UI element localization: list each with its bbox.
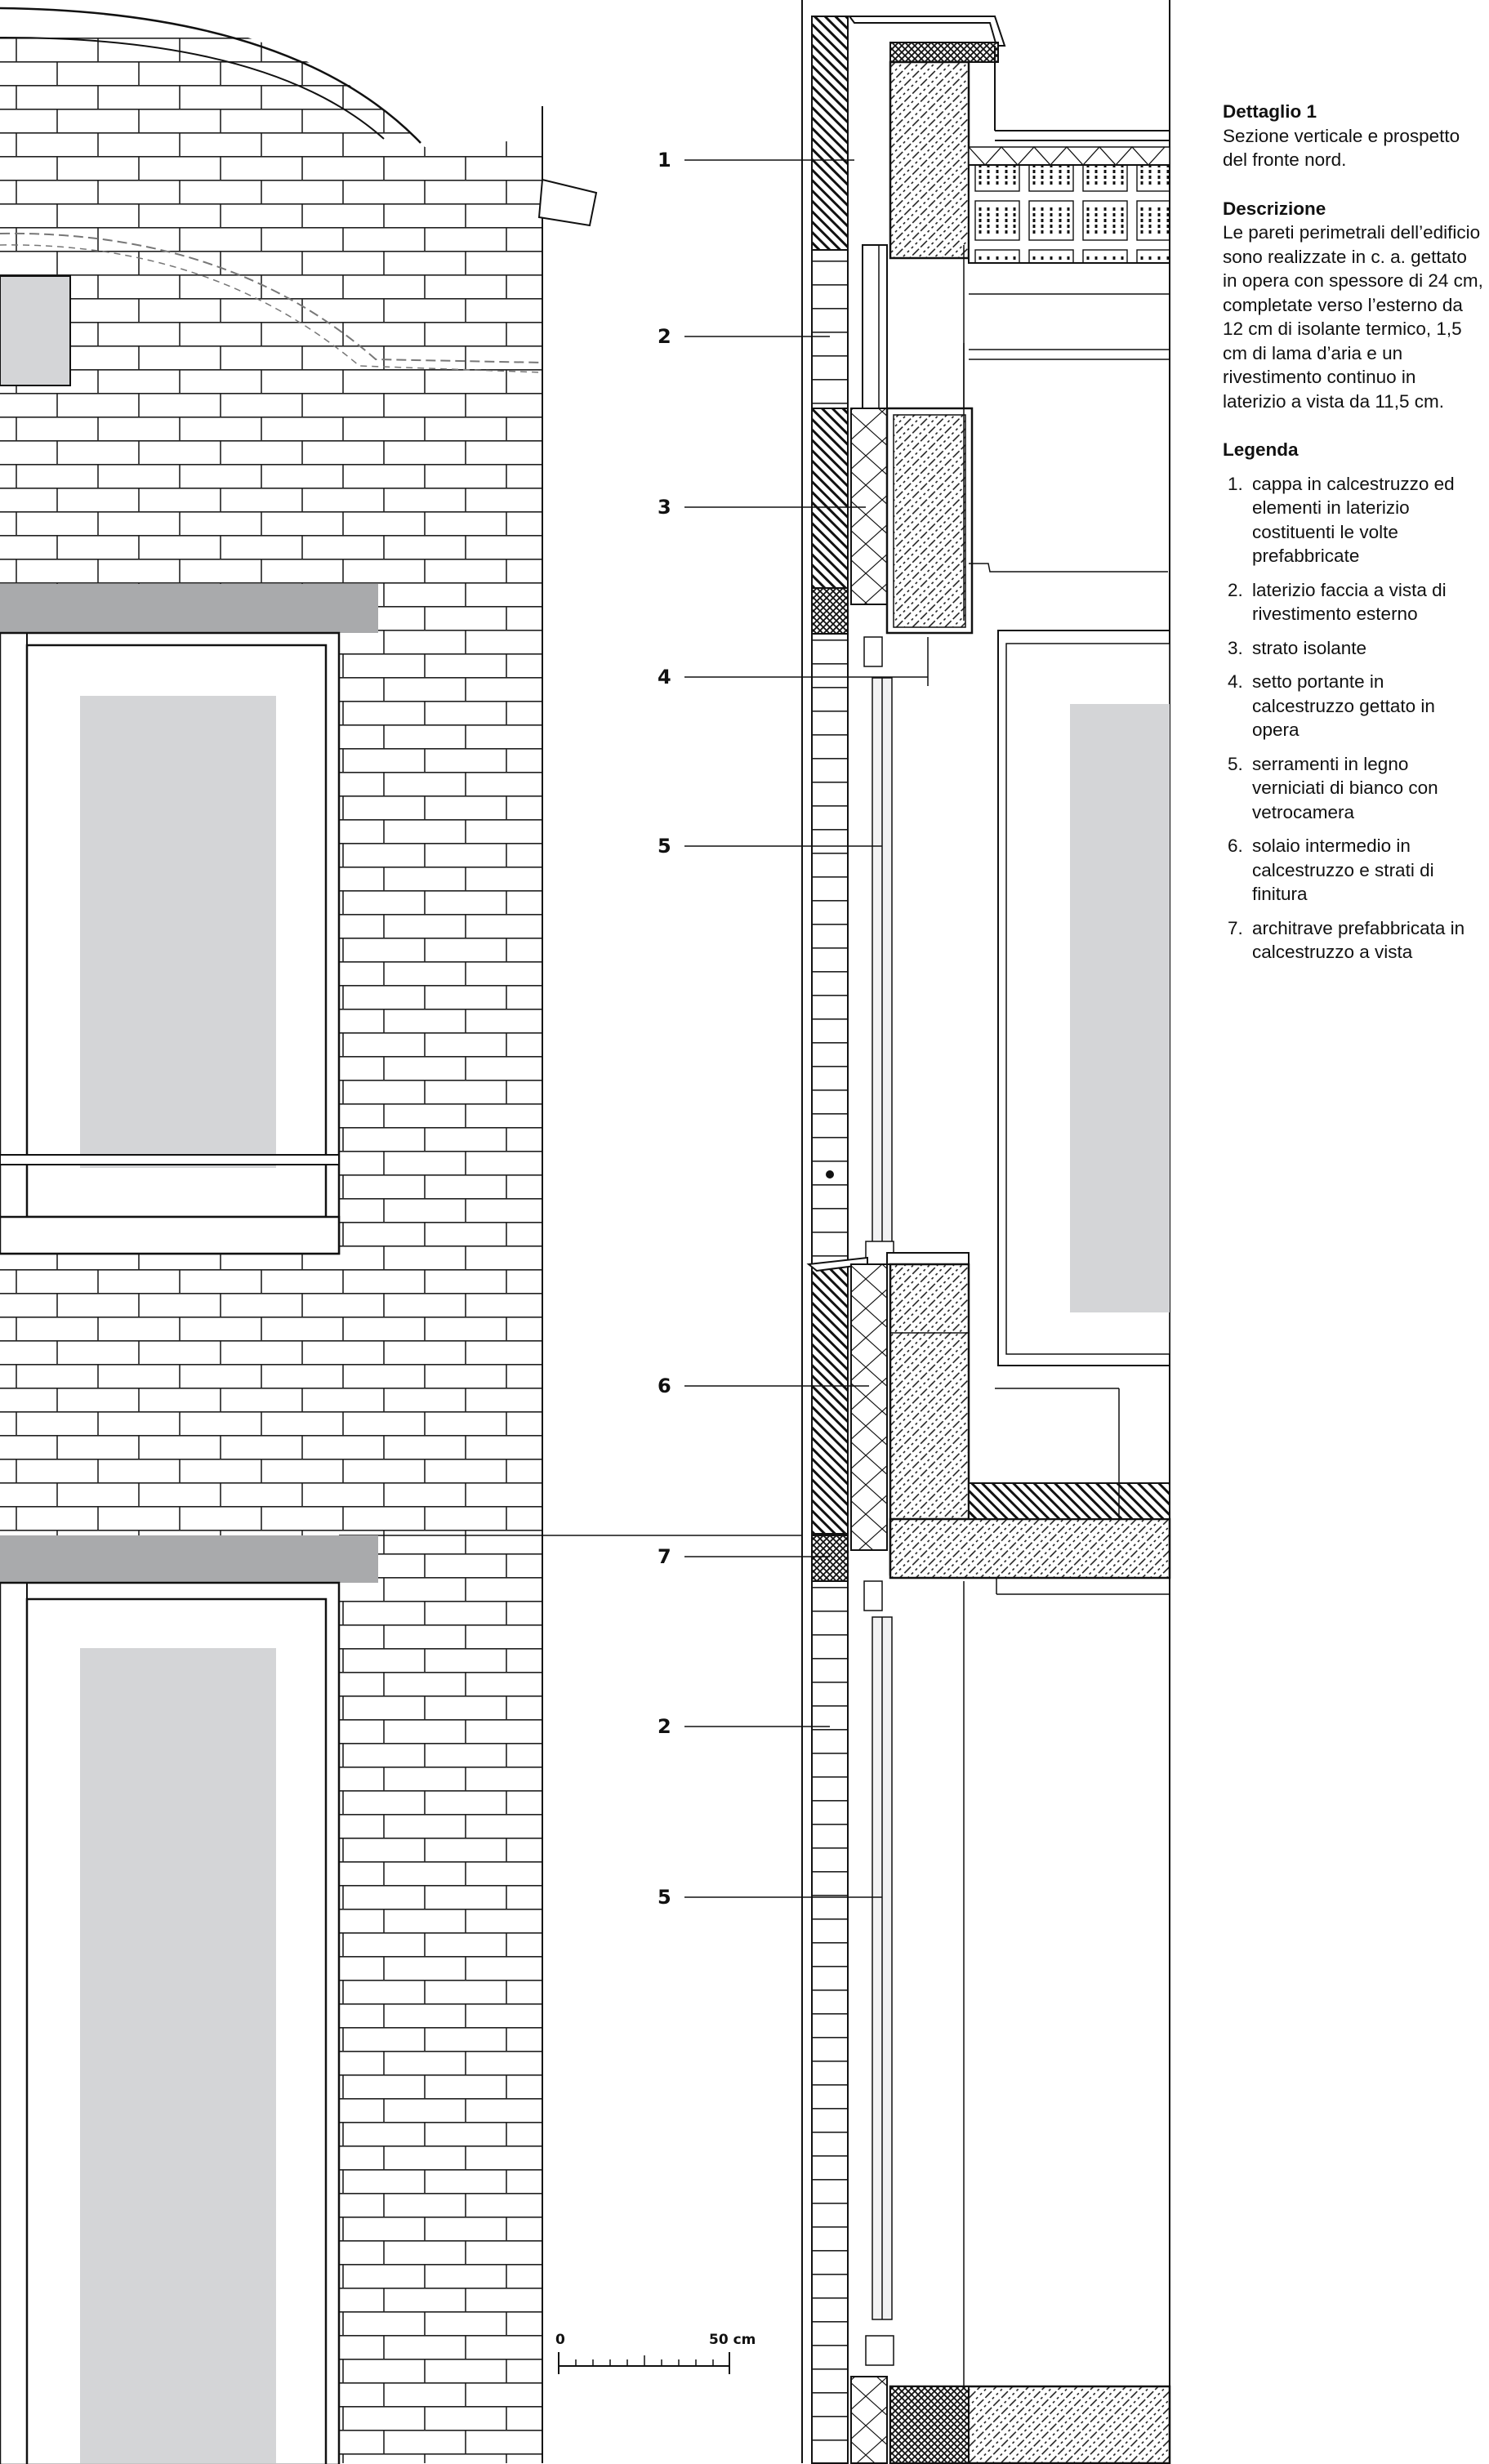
- projecting-element: [537, 178, 598, 227]
- callout-2b: 2: [658, 1715, 671, 1738]
- legend-item: 6. solaio intermedio in calcestruzzo e st…: [1223, 834, 1484, 907]
- window-sill: [0, 1154, 340, 1165]
- legend-item: 4. setto portante in calcestruzzo gettato…: [1223, 670, 1484, 742]
- roof-concrete-wall: [889, 60, 970, 260]
- vertical-section: 1 2 3 4 5 6 7 2 5: [658, 0, 1171, 2464]
- elevation-window-upper: [0, 631, 341, 1255]
- section-window-upper: [863, 636, 894, 1265]
- insulation-lower: [850, 1263, 888, 1551]
- legend-item-number: 3.: [1228, 637, 1243, 658]
- legend-item: 3. strato isolante: [1223, 636, 1484, 661]
- legend-list: 1. cappa in calcestruzzo ed elementi in l…: [1223, 472, 1484, 965]
- callout-1: 1: [658, 149, 671, 172]
- interior-window-glass: [1070, 704, 1170, 1312]
- callout-5: 5: [658, 835, 671, 858]
- callout-7: 7: [658, 1545, 671, 1568]
- brick-cladding-section: [811, 16, 849, 2464]
- legend-item-text: setto portante in calcestruzzo gettato i…: [1252, 671, 1435, 740]
- brick-hatch-mid: [811, 408, 849, 589]
- legend-item-number: 5.: [1228, 753, 1243, 774]
- scale-bar: 0 50 cm: [555, 2332, 756, 2374]
- legend-item-text: strato isolante: [1252, 637, 1367, 658]
- legend-item-number: 4.: [1228, 671, 1243, 692]
- lintel-section-upper: [811, 587, 849, 635]
- vault-blocks: [968, 164, 1170, 264]
- legend-item-number: 1.: [1228, 473, 1243, 494]
- callout-5b: 5: [658, 1886, 671, 1909]
- legend-item: 1. cappa in calcestruzzo ed elementi in l…: [1223, 472, 1484, 568]
- lintel-upper: [0, 584, 378, 633]
- glass-pane: [80, 1648, 276, 2463]
- legend-item-text: laterizio faccia a vista di rivestimento…: [1252, 579, 1447, 625]
- legend-item-text: serramenti in legno verniciati di bianco…: [1252, 753, 1438, 822]
- brick-hatch-top: [811, 16, 849, 251]
- legend-item: 2. laterizio faccia a vista di rivestimen…: [1223, 578, 1484, 626]
- scale-end-label: 50 cm: [709, 2332, 756, 2348]
- lintel-lower: [0, 1535, 378, 1583]
- side-panel: Dettaglio 1 Sezione verticale e prospett…: [1223, 100, 1484, 974]
- legend-item-number: 2.: [1228, 579, 1243, 600]
- hidden-outline: [0, 232, 543, 363]
- north-elevation: 0 50 cm: [0, 0, 802, 2464]
- detail-title: Dettaglio 1: [1223, 101, 1317, 122]
- upper-small-window: [0, 275, 71, 386]
- section-window-lower: [863, 1580, 894, 2366]
- brick-arch: [0, 0, 542, 147]
- elevation-window-lower: [0, 1581, 341, 2464]
- brick-hatch-lower: [811, 1263, 849, 1535]
- legend-item-number: 6.: [1228, 835, 1243, 856]
- legend-item-text: solaio intermedio in calcestruzzo e stra…: [1252, 835, 1434, 904]
- detail-subtitle: Sezione verticale e prospetto del fronte…: [1223, 125, 1460, 171]
- slab-finish: [968, 1482, 1170, 1520]
- upper-window-frame: [862, 244, 888, 409]
- marker-dot: [826, 1170, 834, 1179]
- callout-2: 2: [658, 325, 671, 348]
- callout-6: 6: [658, 1375, 671, 1397]
- description-text: Le pareti perimetrali dell’edificio sono…: [1223, 222, 1483, 412]
- legend-item: 5. serramenti in legno verniciati di bian…: [1223, 752, 1484, 825]
- legend-item-text: cappa in calcestruzzo ed elementi in lat…: [1252, 473, 1455, 567]
- callout-3: 3: [658, 496, 671, 519]
- legend-item-text: architrave prefabbricata in calcestruzzo…: [1252, 917, 1465, 963]
- glass-pane: [80, 696, 276, 1168]
- insulation-upper: [850, 408, 888, 605]
- callout-4: 4: [658, 666, 671, 688]
- lintel-section-lower: [811, 1535, 849, 1582]
- slab-edge: [886, 1252, 970, 1265]
- legend-item-number: 7.: [1228, 917, 1243, 938]
- roof-beam-edge: [889, 42, 999, 63]
- scale-start-label: 0: [555, 2332, 565, 2348]
- legend-heading: Legenda: [1223, 439, 1299, 460]
- intermediate-slab: [889, 1517, 1171, 1580]
- description-heading: Descrizione: [1223, 198, 1326, 219]
- legend-item: 7. architrave prefabbricata in calcestruz…: [1223, 916, 1484, 965]
- roof-parapet: [848, 16, 1006, 47]
